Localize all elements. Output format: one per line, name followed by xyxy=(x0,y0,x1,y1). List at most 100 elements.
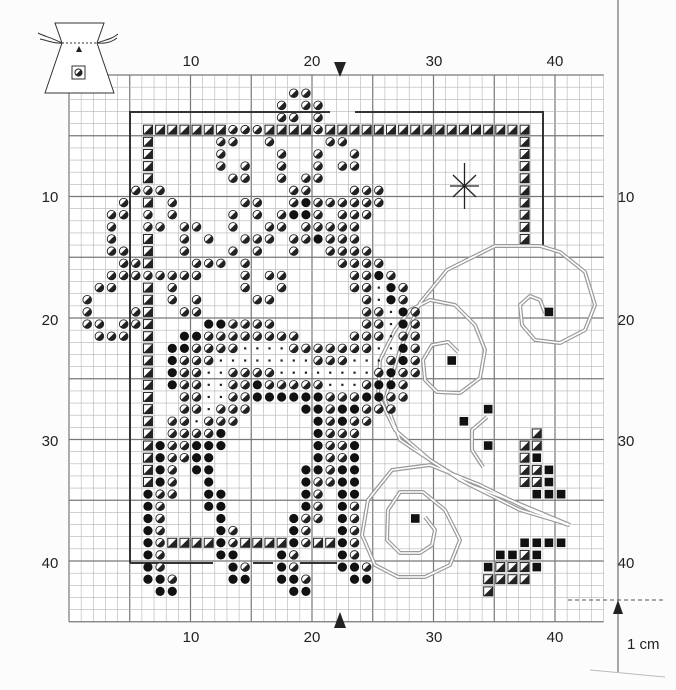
half-filled-circle-stitch xyxy=(264,270,275,281)
half-filled-circle-stitch xyxy=(155,538,165,548)
half-filled-circle-stitch xyxy=(386,404,396,414)
half-filled-circle-stitch xyxy=(386,270,396,281)
half-filled-square-stitch xyxy=(252,537,263,548)
half-filled-circle-stitch xyxy=(313,380,323,390)
half-filled-circle-stitch xyxy=(216,161,226,171)
half-filled-circle-stitch xyxy=(240,562,250,572)
half-filled-circle-stitch xyxy=(252,246,263,256)
half-filled-circle-stitch xyxy=(337,355,348,366)
half-filled-circle-stitch xyxy=(228,525,238,536)
filled-circle-stitch xyxy=(313,453,323,463)
filled-square-stitch xyxy=(520,538,529,548)
half-filled-square-stitch xyxy=(142,404,153,415)
half-filled-circle-stitch xyxy=(289,343,299,354)
half-filled-circle-stitch xyxy=(264,234,275,244)
half-filled-circle-stitch xyxy=(264,319,275,329)
half-filled-square-stitch xyxy=(519,452,530,463)
half-filled-square-stitch xyxy=(142,246,153,257)
half-filled-circle-stitch xyxy=(325,355,335,366)
half-filled-circle-stitch xyxy=(276,173,287,184)
half-filled-circle-stitch xyxy=(106,246,117,256)
small-dot-stitch xyxy=(244,347,247,350)
filled-circle-stitch xyxy=(301,404,311,414)
half-filled-circle-stitch xyxy=(361,197,372,208)
half-filled-circle-stitch xyxy=(240,124,250,135)
filled-circle-stitch xyxy=(349,489,360,499)
half-filled-circle-stitch xyxy=(325,404,335,414)
half-filled-circle-stitch xyxy=(325,416,335,427)
half-filled-circle-stitch xyxy=(313,149,323,159)
filled-circle-stitch xyxy=(349,440,360,451)
half-filled-circle-stitch xyxy=(82,307,92,317)
half-filled-circle-stitch xyxy=(118,197,129,208)
half-filled-circle-stitch xyxy=(337,222,348,232)
filled-circle-stitch xyxy=(349,465,360,475)
half-filled-circle-stitch xyxy=(349,258,360,269)
half-filled-circle-stitch xyxy=(374,197,384,208)
filled-circle-stitch xyxy=(155,574,165,584)
half-filled-circle-stitch xyxy=(203,258,214,269)
half-filled-circle-stitch xyxy=(191,258,202,269)
half-filled-square-stitch xyxy=(519,185,530,196)
half-filled-circle-stitch xyxy=(240,161,250,171)
half-filled-circle-stitch xyxy=(143,222,153,232)
small-dot-stitch xyxy=(207,383,210,386)
scale-label: 1 cm xyxy=(627,636,660,653)
filled-circle-stitch xyxy=(216,501,226,511)
filled-circle-stitch xyxy=(204,501,214,511)
filled-circle-stitch xyxy=(337,416,347,426)
filled-circle-stitch xyxy=(277,574,287,584)
half-filled-circle-stitch xyxy=(203,428,214,439)
half-filled-circle-stitch xyxy=(301,574,311,584)
half-filled-square-stitch xyxy=(434,124,445,135)
half-filled-circle-stitch xyxy=(313,124,323,135)
filled-square-stitch xyxy=(447,356,457,365)
half-filled-square-stitch xyxy=(142,124,153,135)
half-filled-square-stitch xyxy=(300,124,311,135)
half-filled-circle-stitch xyxy=(179,440,190,451)
small-dot-stitch xyxy=(341,383,344,386)
left-label-30: 30 xyxy=(42,433,59,450)
half-filled-circle-stitch xyxy=(301,100,311,111)
half-filled-circle-stitch xyxy=(349,501,360,512)
half-filled-circle-stitch xyxy=(155,525,165,536)
half-filled-circle-stitch xyxy=(216,137,226,147)
half-filled-square-stitch xyxy=(325,124,336,135)
half-filled-circle-stitch xyxy=(337,234,348,244)
half-filled-circle-stitch xyxy=(410,319,421,329)
half-filled-square-stitch xyxy=(507,562,518,573)
filled-square-stitch xyxy=(532,489,542,499)
half-filled-square-stitch xyxy=(167,124,178,135)
filled-square-stitch xyxy=(496,550,505,560)
small-dot-stitch xyxy=(256,359,259,362)
filled-circle-stitch xyxy=(301,477,311,487)
filled-circle-stitch xyxy=(143,501,153,511)
half-filled-square-stitch xyxy=(191,124,202,135)
half-filled-circle-stitch xyxy=(191,222,202,232)
half-filled-square-stitch xyxy=(519,173,530,184)
half-filled-circle-stitch xyxy=(313,100,323,111)
filled-circle-stitch xyxy=(313,392,323,402)
half-filled-circle-stitch xyxy=(349,161,360,171)
half-filled-circle-stitch xyxy=(410,331,421,341)
filled-circle-stitch xyxy=(337,477,347,487)
half-filled-circle-stitch xyxy=(191,380,202,390)
filled-circle-stitch xyxy=(398,307,408,317)
filled-circle-stitch xyxy=(289,526,299,536)
half-filled-circle-stitch xyxy=(301,185,311,196)
half-filled-circle-stitch xyxy=(228,392,238,402)
half-filled-circle-stitch xyxy=(240,331,250,341)
filled-circle-stitch xyxy=(204,477,214,487)
filled-circle-stitch xyxy=(301,501,311,511)
half-filled-square-stitch xyxy=(361,124,372,135)
half-filled-circle-stitch xyxy=(313,343,323,354)
half-filled-circle-stitch xyxy=(155,501,165,512)
half-filled-circle-stitch xyxy=(106,222,117,232)
filled-circle-stitch xyxy=(143,489,153,499)
half-filled-square-stitch xyxy=(373,124,384,135)
scale-indicator: 1 cm xyxy=(568,0,666,678)
half-filled-square-stitch xyxy=(531,477,542,488)
filled-square-stitch xyxy=(544,465,554,475)
filled-square-stitch xyxy=(556,538,566,548)
small-dot-stitch xyxy=(219,359,222,362)
